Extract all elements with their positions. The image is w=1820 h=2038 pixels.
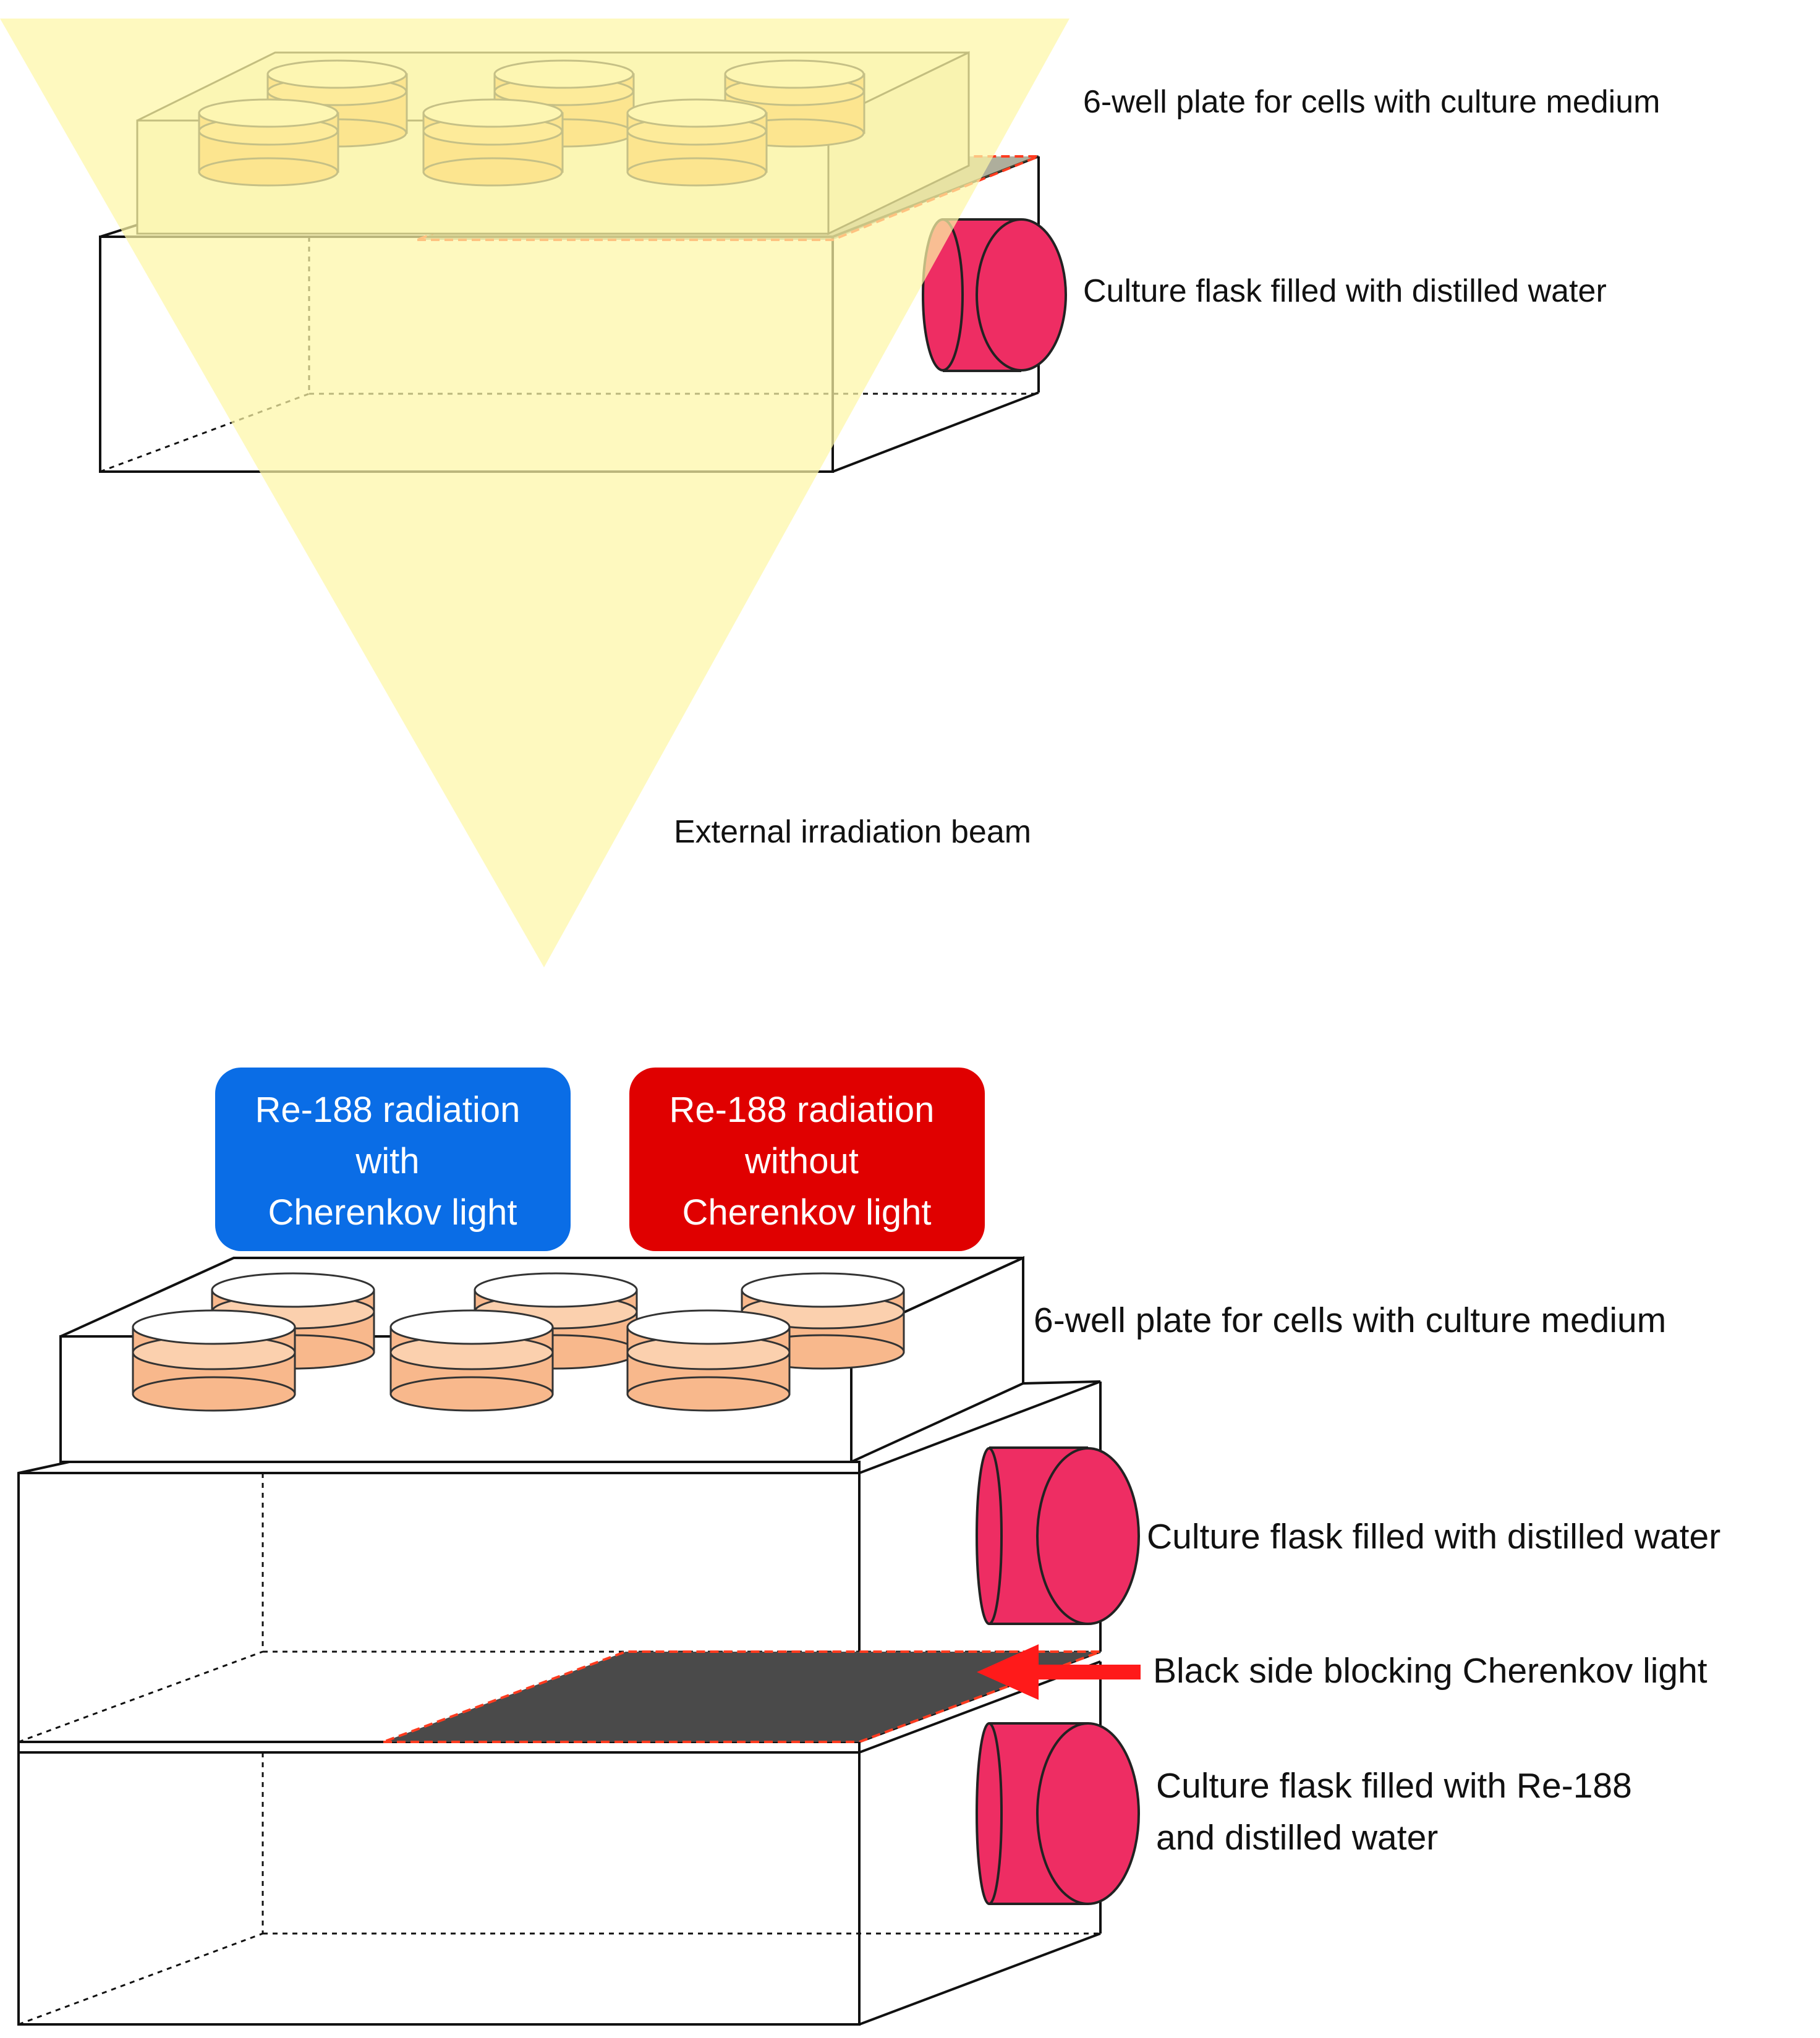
- bottom-flask-water-label: Culture flask filled with distilled wate…: [1147, 1517, 1720, 1556]
- beam-label: External irradiation beam: [674, 814, 1031, 850]
- red-box-line-3: Cherenkov light: [683, 1192, 932, 1233]
- bottom-setup: Re-188 radiation with Cherenkov light Re…: [17, 1068, 1720, 2026]
- bottom-black-side: [383, 1650, 1101, 1743]
- red-box-line-1: Re-188 radiation: [670, 1090, 935, 1130]
- blue-box-line-1: Re-188 radiation: [255, 1090, 521, 1130]
- black-side-label: Black side blocking Cherenkov light: [1153, 1651, 1707, 1691]
- bottom-upper-flask-cap: [976, 1446, 1140, 1625]
- flask-re188-line-1: Culture flask filled with Re-188: [1156, 1766, 1632, 1806]
- blue-box-line-3: Cherenkov light: [268, 1192, 517, 1233]
- svg-text:Re-188 radiation with: Re-188 radiation with Cherenkov light: [255, 1090, 530, 1233]
- bottom-lower-flask: [17, 1660, 1102, 2026]
- well-bottom-front-3: [626, 1309, 791, 1412]
- bottom-plate-label: 6-well plate for cells with culture medi…: [1034, 1301, 1666, 1340]
- blue-box-line-2: with: [355, 1141, 419, 1181]
- red-box-line-2: without: [744, 1141, 859, 1181]
- red-label-box: Re-188 radiation without Cherenkov light: [629, 1068, 985, 1251]
- flask-re188-line-2: and distilled water: [1156, 1818, 1438, 1858]
- black-side-arrow-icon: [977, 1644, 1141, 1700]
- svg-text:Re-188 radiation witho: Re-188 radiation without Cherenkov light: [670, 1090, 945, 1233]
- top-plate-label: 6-well plate for cells with culture medi…: [1083, 84, 1660, 120]
- bottom-wells: [132, 1272, 905, 1412]
- well-bottom-front-1: [132, 1309, 296, 1412]
- blue-label-box: Re-188 radiation with Cherenkov light: [215, 1068, 571, 1251]
- top-setup: 6-well plate for cells with culture medi…: [0, 19, 1660, 967]
- bottom-flask-re188-label: Culture flask filled with Re-188 and dis…: [1156, 1766, 1642, 1858]
- top-flask-label: Culture flask filled with distilled wate…: [1083, 273, 1607, 309]
- well-bottom-front-2: [389, 1309, 554, 1412]
- top-flask-cap: [922, 218, 1067, 372]
- bottom-lower-flask-cap: [976, 1722, 1140, 1905]
- irradiation-beam: [0, 19, 1069, 967]
